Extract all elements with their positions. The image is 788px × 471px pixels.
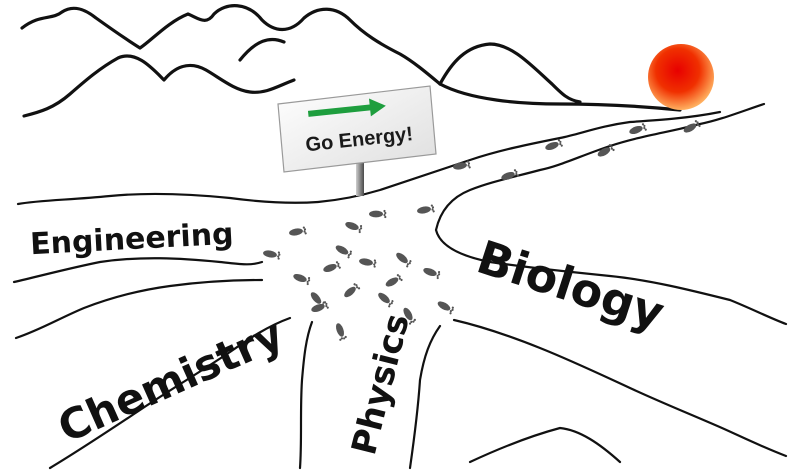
signpost: Go Energy! xyxy=(277,85,437,196)
mountain-base-right xyxy=(438,82,682,112)
footprint xyxy=(629,123,647,134)
sign-board xyxy=(277,85,437,173)
label-biology: Biology xyxy=(471,230,671,341)
footprint xyxy=(423,268,441,280)
footprints xyxy=(263,120,701,341)
footprint xyxy=(501,169,519,180)
footprint xyxy=(378,292,394,308)
mountain-ridge-front xyxy=(22,54,296,118)
footprint xyxy=(289,226,307,236)
arrow-right-icon xyxy=(307,98,386,117)
footprint xyxy=(311,301,329,312)
river-paths xyxy=(12,102,788,470)
biology-branch-bank-upper xyxy=(452,318,788,458)
mountain-ridge-main xyxy=(20,4,582,104)
footprint xyxy=(344,283,361,298)
footprint xyxy=(417,204,435,214)
footprint xyxy=(345,222,363,234)
footprint xyxy=(293,274,311,286)
footprint xyxy=(403,307,416,325)
footprint xyxy=(545,139,563,150)
footprint xyxy=(335,245,352,259)
sun xyxy=(648,44,714,110)
footprint xyxy=(683,120,701,133)
label-physics: Physics xyxy=(344,310,418,459)
biology-branch-bank-lower xyxy=(468,426,622,464)
chemistry-branch-bank-lower xyxy=(48,316,292,470)
footprint xyxy=(453,160,471,170)
footprint xyxy=(396,252,412,268)
footprint xyxy=(385,274,403,287)
physics-branch-bank-right xyxy=(408,324,442,470)
footprint xyxy=(263,250,281,260)
footprint xyxy=(437,301,454,315)
mountains xyxy=(20,4,682,118)
footprint xyxy=(597,144,615,157)
mountain-ridge-inner xyxy=(238,37,286,62)
label-chemistry: Chemistry xyxy=(51,310,291,453)
footprint xyxy=(369,209,387,219)
footprint xyxy=(359,258,377,268)
footprint xyxy=(336,323,347,341)
physics-branch-bank-left xyxy=(298,320,314,470)
label-engineering: Engineering xyxy=(29,217,234,263)
chemistry-branch-bank-upper xyxy=(14,278,264,340)
engineering-branch-bank xyxy=(12,257,264,284)
footprint xyxy=(323,261,341,272)
main-path-upper-bank xyxy=(16,110,722,206)
main-path-lower-bank xyxy=(434,102,788,326)
sign-post-pole xyxy=(356,160,364,196)
